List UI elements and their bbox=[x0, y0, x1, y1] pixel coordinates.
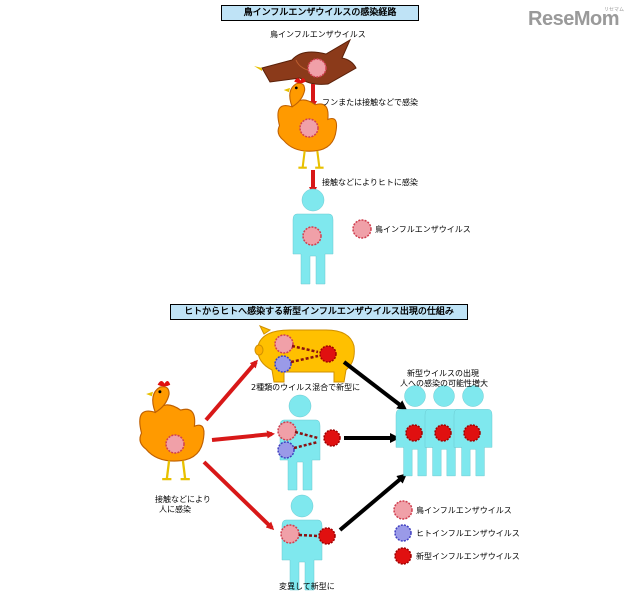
pig-new-flu-virus-icon bbox=[319, 345, 337, 363]
mixing-human-new-flu-icon bbox=[323, 429, 341, 447]
outcome-new-flu-1-icon bbox=[405, 424, 423, 442]
mutation-caption: 変異して新型に bbox=[279, 582, 335, 591]
source-chicken-icon bbox=[138, 379, 206, 481]
pig-mixing-lines bbox=[290, 344, 319, 364]
outcome-new-flu-3-icon bbox=[463, 424, 481, 442]
mixing-human-human-flu-icon bbox=[277, 441, 295, 459]
mixing-human-bird-flu-icon bbox=[277, 421, 297, 441]
pig-icon bbox=[254, 325, 355, 383]
human-mixing-lines bbox=[293, 430, 319, 450]
legend-human-flu-virus-icon bbox=[394, 524, 412, 542]
legend-bird-flu-label: 鳥インフルエンザウイルス bbox=[416, 506, 512, 515]
outcome-new-flu-2-icon bbox=[434, 424, 452, 442]
legend-bird-flu-virus-icon bbox=[393, 500, 413, 520]
legend1-label: 鳥インフルエンザウイルス bbox=[375, 225, 471, 234]
chicken-bird-flu-virus-icon bbox=[299, 118, 319, 138]
wild-bird-icon bbox=[254, 38, 357, 85]
legend-new-flu-virus-icon bbox=[394, 547, 412, 565]
resemom-logo-small: リセマム bbox=[604, 7, 625, 13]
pig-human-flu-virus-icon bbox=[274, 355, 292, 373]
pig-caption: 2種類のウイルス混合で新型に bbox=[251, 383, 361, 392]
source-chicken-virus-icon bbox=[165, 434, 185, 454]
contact-line1: 接触などにより bbox=[155, 495, 211, 504]
outcome-line1: 新型ウイルスの出現 bbox=[407, 369, 479, 378]
step2-label: 接触などによりヒトに感染 bbox=[322, 178, 418, 187]
arrow-chicken-to-human-mutation bbox=[202, 460, 275, 531]
section1-title: 鳥インフルエンザウイルスの感染経路 bbox=[221, 5, 419, 21]
mutation-line bbox=[298, 533, 319, 538]
arrow-mutation-to-outcome bbox=[338, 473, 408, 532]
legend-new-flu-label: 新型インフルエンザウイルス bbox=[416, 552, 520, 561]
bird-flu-virus-icon bbox=[307, 58, 327, 78]
legend-bird-flu-icon bbox=[352, 219, 372, 239]
resemom-logo: ReseMom bbox=[528, 8, 619, 30]
arrow-pig-to-outcome bbox=[342, 360, 408, 411]
mutation-human-bird-flu-icon bbox=[280, 524, 300, 544]
legend-human-flu-label: ヒトインフルエンザウイルス bbox=[416, 529, 520, 538]
arrow-chicken-to-human-mixing bbox=[211, 430, 275, 442]
outcome-line2: 人への感染の可能性増大 bbox=[400, 379, 488, 388]
pig-bird-flu-virus-icon bbox=[274, 334, 294, 354]
arrow-chicken-to-pig bbox=[204, 359, 258, 422]
bird-flu-label: 鳥インフルエンザウイルス bbox=[270, 30, 366, 39]
mutation-human-new-flu-icon bbox=[318, 527, 336, 545]
step1-label: フンまたは接触などで感染 bbox=[322, 98, 418, 107]
human-bird-flu-virus-icon bbox=[302, 226, 322, 246]
section2-title: ヒトからヒトへ感染する新型インフルエンザウイルス出現の仕組み bbox=[170, 304, 468, 320]
contact-line2: 人に感染 bbox=[159, 505, 191, 514]
